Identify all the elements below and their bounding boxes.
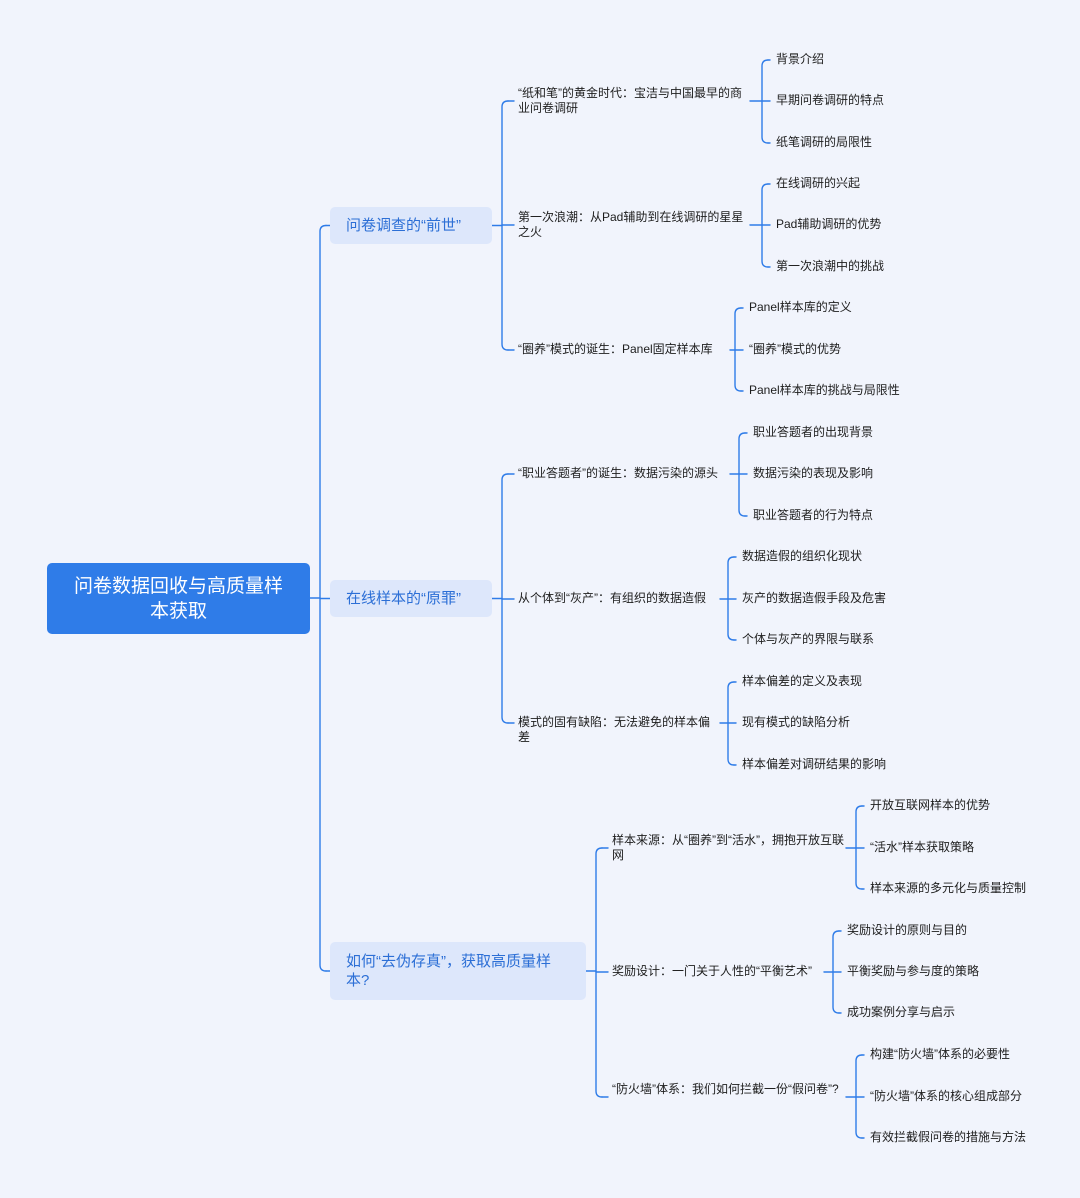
leaf-topic[interactable]: Panel样本库的定义 bbox=[749, 300, 852, 314]
subtopic[interactable]: “职业答题者”的诞生：数据污染的源头 bbox=[518, 466, 718, 480]
leaf-topic[interactable]: Panel样本库的挑战与局限性 bbox=[749, 383, 900, 397]
leaf-topic[interactable]: Pad辅助调研的优势 bbox=[776, 217, 882, 231]
subtopic[interactable]: “圈养”模式的诞生：Panel固定样本库 bbox=[518, 342, 713, 356]
subtopic[interactable]: “防火墙”体系：我们如何拦截一份“假问卷”? bbox=[612, 1082, 839, 1096]
leaf-topic[interactable]: 个体与灰产的界限与联系 bbox=[742, 632, 875, 646]
leaf-topic[interactable]: 纸笔调研的局限性 bbox=[776, 135, 873, 149]
subtopic[interactable]: 第一次浪潮：从Pad辅助到在线调研的星星之火 bbox=[518, 210, 744, 239]
leaf-topic[interactable]: 成功案例分享与启示 bbox=[847, 1005, 956, 1019]
leaf-topic[interactable]: 构建“防火墙”体系的必要性 bbox=[870, 1047, 1010, 1061]
leaf-topic[interactable]: 数据造假的组织化现状 bbox=[742, 549, 863, 563]
subtopic[interactable]: 样本来源：从“圈养”到“活水”，拥抱开放互联网 bbox=[612, 833, 844, 862]
leaf-topic[interactable]: “圈养”模式的优势 bbox=[749, 342, 841, 356]
leaf-topic[interactable]: 开放互联网样本的优势 bbox=[870, 798, 991, 812]
leaf-topic[interactable]: 在线调研的兴起 bbox=[776, 176, 861, 190]
leaf-topic[interactable]: 背景介绍 bbox=[776, 52, 825, 66]
leaf-topic[interactable]: 职业答题者的出现背景 bbox=[753, 425, 874, 439]
leaf-topic[interactable]: “防火墙”体系的核心组成部分 bbox=[870, 1089, 1022, 1103]
leaf-topic[interactable]: 灰产的数据造假手段及危害 bbox=[742, 591, 887, 605]
leaf-topic[interactable]: 现有模式的缺陷分析 bbox=[742, 715, 851, 729]
leaf-topic[interactable]: 样本来源的多元化与质量控制 bbox=[870, 881, 1027, 895]
leaf-topic[interactable]: 有效拦截假问卷的措施与方法 bbox=[870, 1130, 1027, 1144]
subtopic[interactable]: 模式的固有缺陷：无法避免的样本偏差 bbox=[518, 715, 711, 744]
subtopic[interactable]: 奖励设计：一门关于人性的“平衡艺术” bbox=[612, 964, 812, 978]
leaf-topic[interactable]: 职业答题者的行为特点 bbox=[753, 508, 874, 522]
subtopic[interactable]: “纸和笔”的黄金时代：宝洁与中国最早的商业问卷调研 bbox=[518, 86, 742, 115]
leaf-topic[interactable]: 样本偏差对调研结果的影响 bbox=[742, 757, 887, 771]
leaf-topic[interactable]: 样本偏差的定义及表现 bbox=[742, 674, 863, 688]
leaf-topic[interactable]: “活水”样本获取策略 bbox=[870, 840, 974, 854]
subtopic[interactable]: 从个体到“灰产”：有组织的数据造假 bbox=[518, 591, 706, 605]
root-topic[interactable]: 问卷数据回收与高质量样本获取 bbox=[47, 563, 310, 634]
branch-topic[interactable]: 在线样本的“原罪” bbox=[330, 580, 492, 617]
branch-topic[interactable]: 问卷调查的“前世” bbox=[330, 207, 492, 244]
branch-topic[interactable]: 如何“去伪存真”，获取高质量样本? bbox=[330, 942, 586, 1000]
leaf-topic[interactable]: 奖励设计的原则与目的 bbox=[847, 923, 968, 937]
leaf-topic[interactable]: 平衡奖励与参与度的策略 bbox=[847, 964, 980, 978]
leaf-topic[interactable]: 早期问卷调研的特点 bbox=[776, 93, 885, 107]
leaf-topic[interactable]: 数据污染的表现及影响 bbox=[753, 466, 874, 480]
leaf-topic[interactable]: 第一次浪潮中的挑战 bbox=[776, 259, 885, 273]
